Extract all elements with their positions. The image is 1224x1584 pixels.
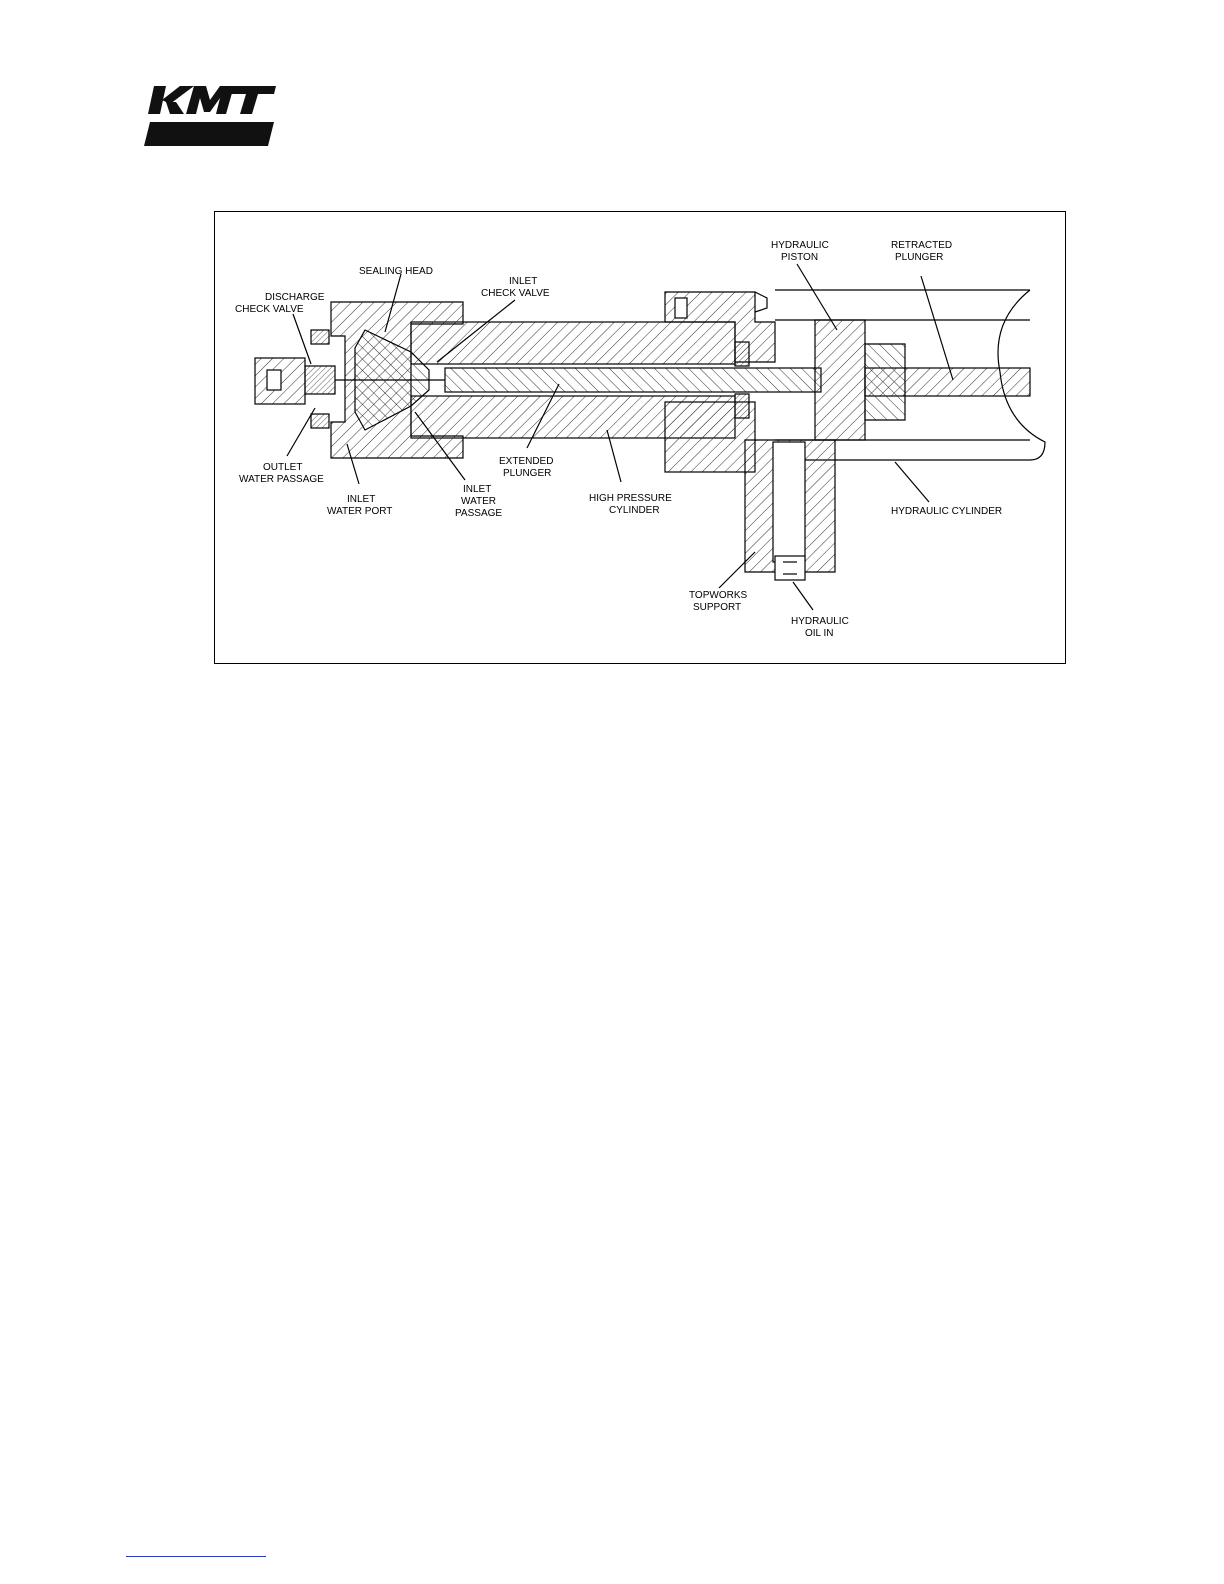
label-line: WATER PORT <box>327 506 392 517</box>
label-line: HYDRAULIC CYLINDER <box>891 506 1002 517</box>
label-line: RETRACTED <box>891 240 952 251</box>
label-line: PISTON <box>781 252 818 263</box>
label-line: PLUNGER <box>503 468 551 479</box>
label-line: DISCHARGE <box>265 292 325 303</box>
label-topworks-support: TOPWORKS SUPPORT <box>689 590 747 613</box>
label-line: WATER PASSAGE <box>239 474 324 485</box>
pump-cross-section-figure: DISCHARGE CHECK VALVE SEALING HEAD INLET… <box>214 211 1066 664</box>
label-line: HYDRAULIC <box>791 616 849 627</box>
label-inlet-water-port: INLET WATER PORT <box>327 494 392 517</box>
label-line: CHECK VALVE <box>235 304 304 315</box>
label-line: EXTENDED <box>499 456 553 467</box>
label-retracted-plunger: RETRACTED PLUNGER <box>891 240 952 263</box>
label-line: HYDRAULIC <box>771 240 829 251</box>
label-discharge-check-valve: DISCHARGE CHECK VALVE <box>235 292 325 315</box>
label-line: TOPWORKS <box>689 590 747 601</box>
label-line: INLET <box>463 484 491 495</box>
label-hydraulic-piston: HYDRAULIC PISTON <box>771 240 829 263</box>
cross-section-drawing: DISCHARGE CHECK VALVE SEALING HEAD INLET… <box>215 212 1067 665</box>
label-outlet-water-passage: OUTLET WATER PASSAGE <box>239 462 324 485</box>
footer-link-underline[interactable] <box>126 1556 266 1557</box>
label-line: INLET <box>347 494 375 505</box>
label-hydraulic-oil-in: HYDRAULIC OIL IN <box>791 616 849 639</box>
label-line: WATER <box>461 496 496 507</box>
label-sealing-head: SEALING HEAD <box>359 266 433 277</box>
label-line: CHECK VALVE <box>481 288 550 299</box>
kmt-logo <box>140 82 280 154</box>
label-line: INLET <box>509 276 537 287</box>
label-inlet-check-valve: INLET CHECK VALVE <box>481 276 550 299</box>
label-hydraulic-cylinder: HYDRAULIC CYLINDER <box>891 506 1002 517</box>
label-line: PASSAGE <box>455 508 502 519</box>
label-line: SUPPORT <box>693 602 741 613</box>
label-line: PLUNGER <box>895 252 943 263</box>
label-line: HIGH PRESSURE <box>589 493 672 504</box>
label-high-pressure-cylinder: HIGH PRESSURE CYLINDER <box>589 493 672 516</box>
label-line: SEALING HEAD <box>359 266 433 277</box>
label-inlet-water-passage: INLET WATER PASSAGE <box>455 484 502 519</box>
label-line: OIL IN <box>805 628 834 639</box>
label-extended-plunger: EXTENDED PLUNGER <box>499 456 553 479</box>
label-line: CYLINDER <box>609 505 660 516</box>
label-line: OUTLET <box>263 462 302 473</box>
